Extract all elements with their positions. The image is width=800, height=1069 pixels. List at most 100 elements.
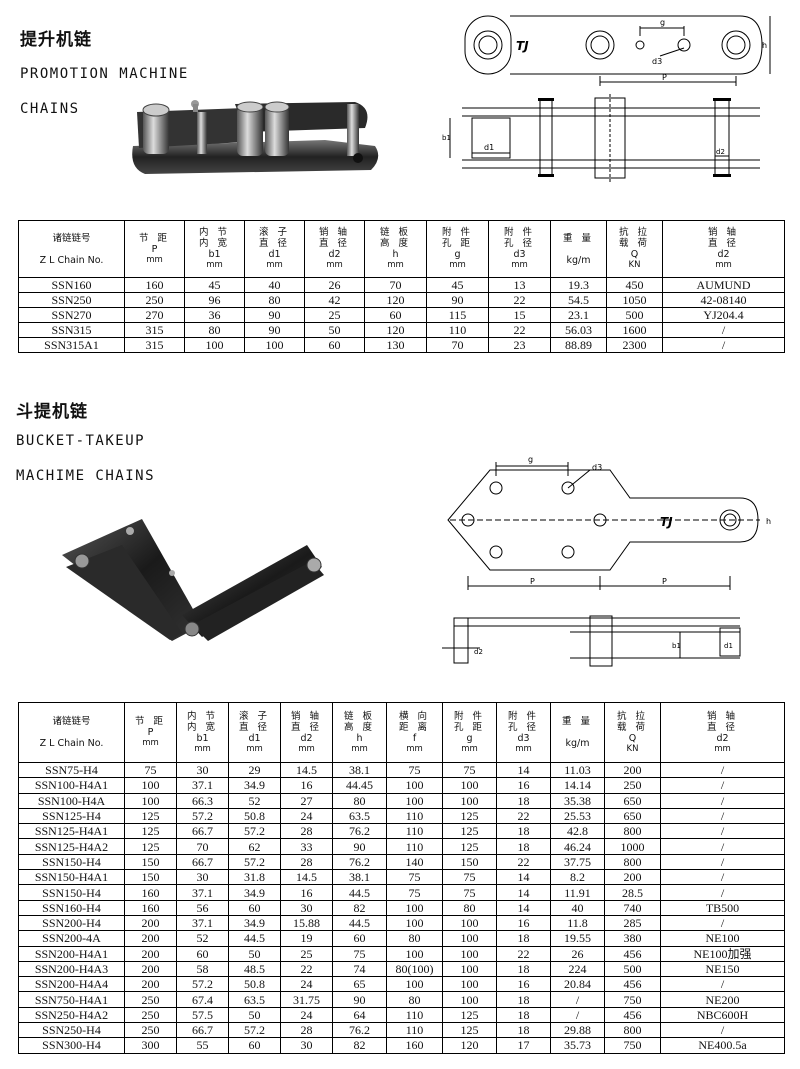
table-cell: 18 (496, 792, 551, 809)
table-cell: 90 (244, 307, 305, 323)
table-cell: 18 (496, 838, 551, 855)
table-cell: 60 (364, 307, 427, 323)
table-cell: 100 (442, 960, 497, 978)
table-cell: 42 (304, 292, 365, 308)
bucket-chain-photo (62, 519, 324, 641)
table-cell: 45 (426, 277, 489, 293)
table-cell: 100 (386, 976, 443, 993)
drawing1-b1-label: b1 (442, 134, 451, 142)
table-cell: 100 (442, 777, 497, 794)
table-cell: 75 (386, 761, 443, 779)
table-cell: 57.2 (228, 853, 281, 871)
table-cell: 80 (244, 292, 305, 308)
table-cell: 75 (386, 869, 443, 886)
table-cell: 18 (496, 1022, 551, 1039)
table-cell: 76.2 (332, 1022, 387, 1039)
table-cell: / (660, 761, 785, 779)
table-cell: 140 (386, 853, 443, 871)
table-cell: 90 (426, 292, 489, 308)
table-cell: 150 (442, 853, 497, 871)
table-cell: 57.2 (176, 807, 229, 825)
table-cell: 75 (332, 945, 387, 962)
table-cell: 63.5 (228, 991, 281, 1008)
table-cell: 38.1 (332, 869, 387, 886)
table-cell: 24 (280, 1006, 333, 1024)
table-cell: 110 (386, 838, 443, 855)
drawing2-p-label-1: P (530, 577, 535, 586)
drawing1-d2-label: d2 (716, 148, 725, 156)
table-cell: 160 (124, 899, 177, 916)
table-cell: 17 (496, 1037, 551, 1054)
table-cell: 100 (442, 792, 497, 809)
table-cell: / (662, 337, 785, 353)
table-cell: 250 (124, 1006, 177, 1024)
chain-model-cell: SSN250-H4 (18, 1022, 125, 1039)
table-cell: 35.73 (550, 1037, 605, 1054)
chain-model-cell: SSN160-H4 (18, 899, 125, 916)
table-cell: 80(100) (386, 960, 443, 978)
drawing2-brand: TJ (660, 515, 673, 529)
table-cell: 456 (604, 1006, 661, 1024)
table-cell: 125 (442, 1022, 497, 1039)
section1-title-en-line1: PROMOTION MACHINE (20, 66, 189, 82)
table-cell: / (660, 838, 785, 855)
table-cell: 75 (124, 761, 177, 779)
table-cell: 70 (176, 838, 229, 855)
table-cell: 14 (496, 884, 551, 901)
table-cell: 160 (386, 1037, 443, 1054)
table-cell: 15.88 (280, 914, 333, 932)
table-cell: 42.8 (550, 823, 605, 840)
table-cell: 19.55 (550, 930, 605, 947)
table-cell: 50 (304, 322, 365, 338)
table-cell: 66.7 (176, 823, 229, 840)
promotion-chain-drawing: TJ g d3 h P b1 d1 d2 (442, 15, 771, 183)
table-cell: 56.03 (550, 322, 607, 338)
table-cell: 62 (228, 838, 281, 855)
table-cell: 14 (496, 869, 551, 886)
table-cell: 37.75 (550, 853, 605, 871)
drawing1-h-label: h (762, 41, 767, 50)
table-cell: 57.2 (228, 1022, 281, 1039)
chain-model-cell: SSN315 (18, 322, 125, 338)
table-cell: 31.8 (228, 869, 281, 886)
table-cell: 29 (228, 761, 281, 779)
table-cell: 44.5 (332, 884, 387, 901)
table-cell: YJ204.4 (662, 307, 785, 323)
table-cell: 46.24 (550, 838, 605, 855)
table-cell: 50.8 (228, 807, 281, 825)
table-cell: 75 (442, 761, 497, 779)
table-cell: 28 (280, 853, 333, 871)
drawing2-d1-label: d1 (724, 642, 733, 650)
chain-model-cell: SSN160 (18, 277, 125, 293)
table-cell: 28 (280, 1022, 333, 1039)
table-cell: 82 (332, 899, 387, 916)
table-cell: 125 (442, 1006, 497, 1024)
table-cell: / (660, 807, 785, 825)
table-cell: 37.1 (176, 777, 229, 794)
bucket-chain-drawing: TJ g d3 h P P b1 d1 d2 (442, 455, 771, 667)
table-cell: 1000 (604, 838, 661, 855)
table-cell: 23 (488, 337, 551, 353)
table-cell: 100 (386, 899, 443, 916)
table-cell: 110 (426, 322, 489, 338)
